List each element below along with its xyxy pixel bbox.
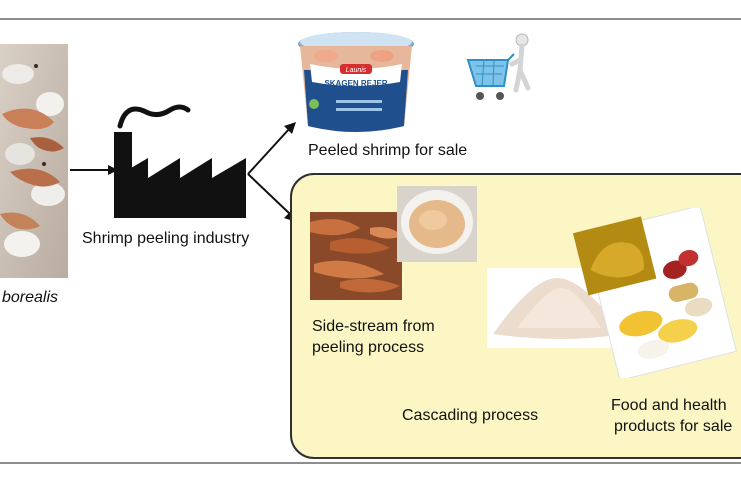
top-border-line: [0, 18, 741, 20]
raw-shrimp-photo: [0, 44, 68, 278]
tub-brand-text: Launis: [346, 67, 367, 74]
products-label-line2: products for sale: [614, 418, 733, 435]
sidestream-label-line1: Side-stream from: [312, 318, 435, 335]
bottom-border-line: [0, 462, 741, 464]
tub-product-text: SKAGEN REJER: [324, 79, 387, 88]
health-products-photo: [570, 208, 741, 378]
species-label: borealis: [2, 289, 59, 306]
sidestream-label-line2: peeling process: [312, 339, 425, 356]
shopping-cart-icon: [466, 33, 531, 100]
peeled-shrimp-tub-image: Launis SKAGEN REJER: [296, 30, 416, 134]
broth-cup-photo: [397, 186, 477, 262]
cascading-process-label: Cascading process: [402, 407, 539, 424]
industry-label: Shrimp peeling industry: [82, 230, 250, 247]
shrimp-shells-photo: [310, 212, 402, 300]
arrow-icon: [70, 165, 118, 175]
peeled-shrimp-label: Peeled shrimp for sale: [308, 142, 468, 159]
factory-icon: [114, 104, 246, 218]
products-label-line1: Food and health: [611, 397, 727, 414]
